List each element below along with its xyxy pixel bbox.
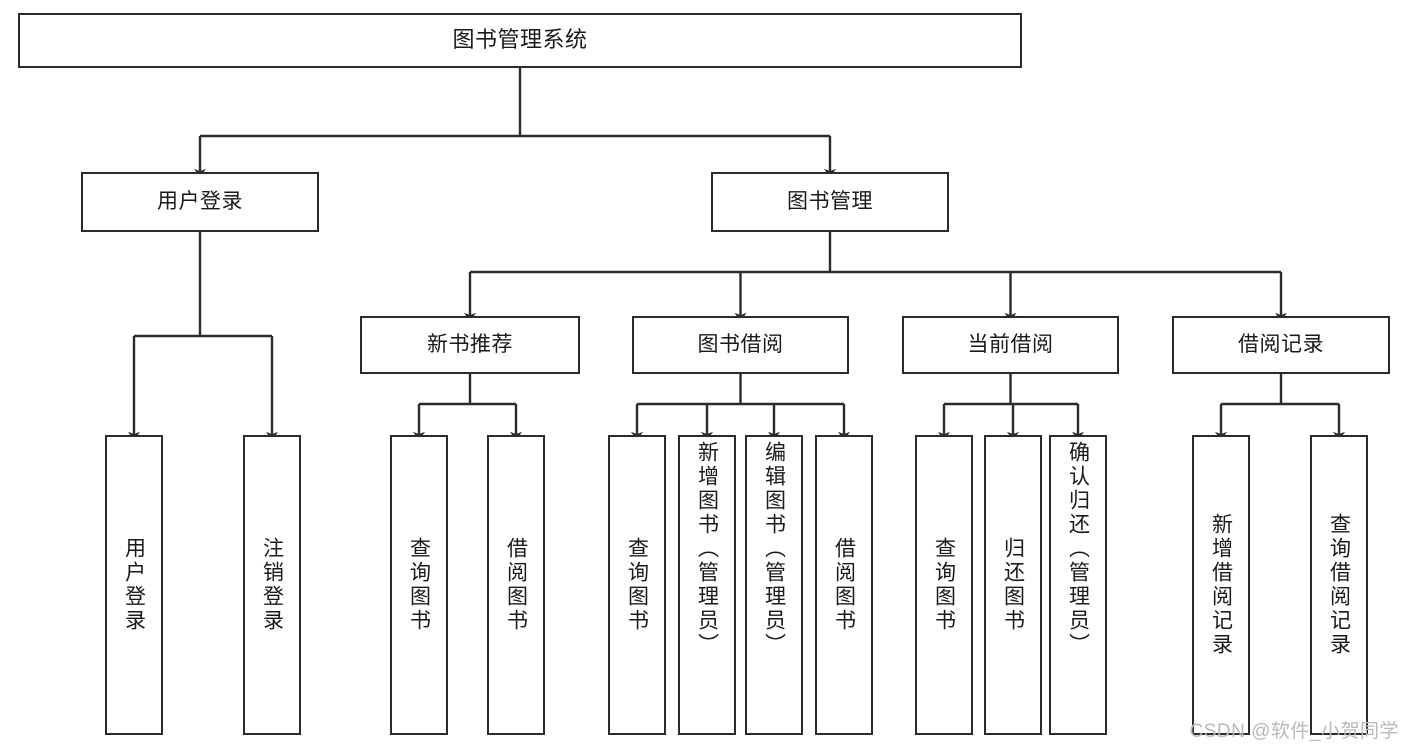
node-leaf13[interactable]: 查询借阅记录 bbox=[1310, 435, 1368, 735]
node-root[interactable]: 图书管理系统 bbox=[18, 13, 1022, 68]
node-leaf7[interactable]: 编辑图书（管理员） bbox=[745, 435, 803, 735]
node-label: 查询借阅记录 bbox=[1327, 513, 1351, 657]
node-label: 图书管理 bbox=[787, 190, 873, 214]
node-label: 图书借阅 bbox=[697, 333, 784, 357]
node-label: 当前借阅 bbox=[967, 333, 1054, 357]
node-label: 用户登录 bbox=[157, 190, 243, 214]
node-label: 借阅图书 bbox=[832, 537, 856, 633]
node-label: 查询图书 bbox=[932, 537, 956, 633]
node-label: 用户登录 bbox=[122, 537, 146, 633]
node-records[interactable]: 借阅记录 bbox=[1172, 316, 1390, 374]
node-leaf1[interactable]: 用户登录 bbox=[105, 435, 163, 735]
node-label: 编辑图书（管理员） bbox=[762, 441, 786, 657]
node-label: 借阅图书 bbox=[504, 537, 528, 633]
node-bookmgmt[interactable]: 图书管理 bbox=[711, 172, 949, 232]
node-label: 新增图书（管理员） bbox=[695, 441, 719, 657]
node-label: 确认归还（管理员） bbox=[1066, 441, 1090, 657]
node-newbook[interactable]: 新书推荐 bbox=[360, 316, 580, 374]
node-label: 归还图书 bbox=[1001, 537, 1025, 633]
node-leaf9[interactable]: 查询图书 bbox=[915, 435, 973, 735]
node-label: 查询图书 bbox=[625, 537, 649, 633]
node-leaf5[interactable]: 查询图书 bbox=[608, 435, 666, 735]
node-leaf8[interactable]: 借阅图书 bbox=[815, 435, 873, 735]
node-label: 新书推荐 bbox=[427, 333, 513, 357]
node-leaf10[interactable]: 归还图书 bbox=[984, 435, 1042, 735]
node-leaf12[interactable]: 新增借阅记录 bbox=[1192, 435, 1250, 735]
node-leaf3[interactable]: 查询图书 bbox=[390, 435, 448, 735]
node-label: 图书管理系统 bbox=[452, 27, 588, 53]
node-label: 注销登录 bbox=[260, 537, 284, 633]
node-leaf6[interactable]: 新增图书（管理员） bbox=[678, 435, 736, 735]
node-borrow[interactable]: 图书借阅 bbox=[632, 316, 849, 374]
node-label: 查询图书 bbox=[407, 537, 431, 633]
watermark: CSDN @软件_小贺同学 bbox=[1189, 721, 1399, 742]
node-current[interactable]: 当前借阅 bbox=[902, 316, 1119, 374]
node-label: 新增借阅记录 bbox=[1209, 513, 1233, 657]
node-leaf2[interactable]: 注销登录 bbox=[243, 435, 301, 735]
node-label: 借阅记录 bbox=[1238, 333, 1324, 357]
node-login[interactable]: 用户登录 bbox=[81, 172, 319, 232]
node-leaf11[interactable]: 确认归还（管理员） bbox=[1049, 435, 1107, 735]
node-leaf4[interactable]: 借阅图书 bbox=[487, 435, 545, 735]
